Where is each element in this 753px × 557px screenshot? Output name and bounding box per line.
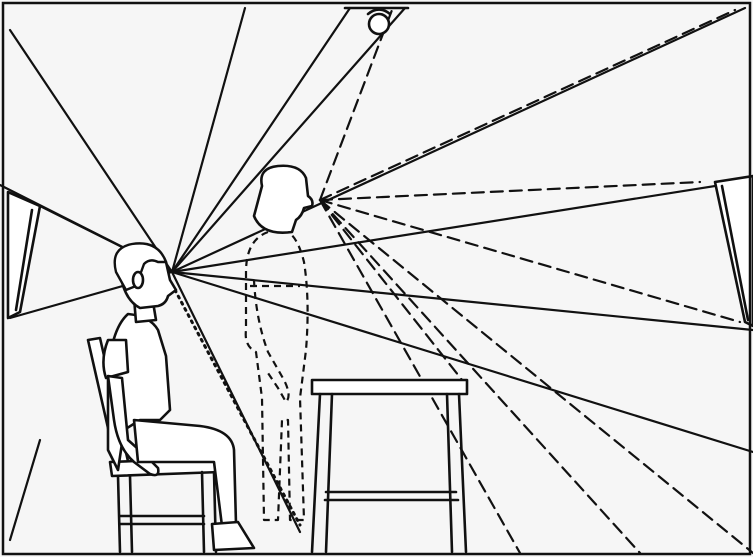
dotted-sight-line	[173, 288, 302, 527]
standing-person-ghost	[244, 164, 314, 522]
wall-mirror-left	[6, 190, 42, 320]
ceiling-lamp	[343, 6, 410, 36]
dashed-sight-lines	[318, 8, 753, 555]
seated-person	[102, 242, 256, 552]
wall-mirror-right	[713, 174, 753, 328]
stool	[310, 378, 469, 554]
